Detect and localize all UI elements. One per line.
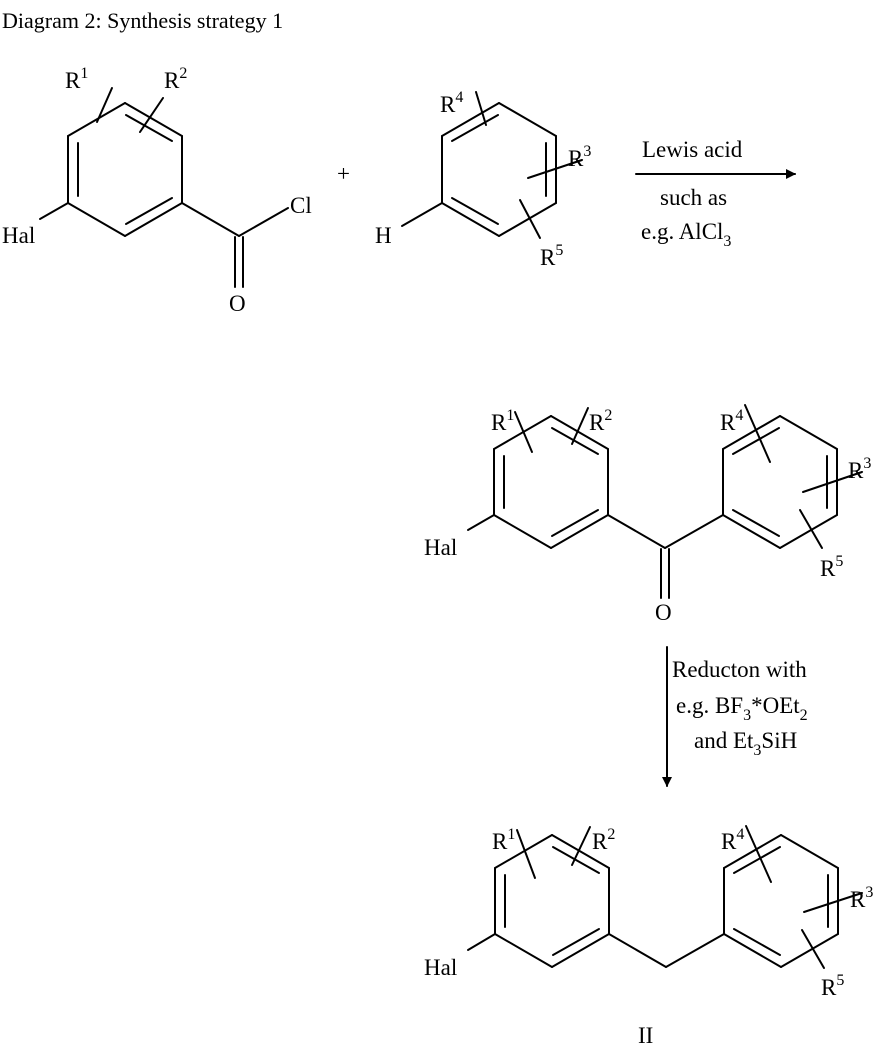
r5-bond (800, 510, 822, 548)
step1-such-as: such as (660, 185, 727, 210)
reactant-arene: R4 R3 R5 H (375, 89, 591, 270)
r2-bond (572, 408, 588, 444)
hal-bond (468, 515, 494, 530)
r4-label: R4 (440, 89, 463, 117)
r1-label: R1 (65, 65, 88, 93)
benzene-ring (495, 835, 609, 967)
r2-label: R2 (592, 826, 615, 854)
r2-bond (572, 827, 590, 865)
r4-bond (476, 92, 486, 125)
carbonyl-bond-right (665, 515, 723, 548)
step1-example: e.g. AlCl3 (641, 219, 731, 250)
o-label: O (655, 600, 672, 625)
methylene-bond-right (666, 934, 724, 967)
r2-bond (140, 98, 163, 132)
step2-silane: and Et3SiH (694, 728, 797, 759)
product-label: II (638, 1023, 653, 1048)
r3-label: R3 (848, 455, 871, 483)
intermediate-ketone: R1 R2 R4 R3 R5 Hal O (424, 405, 871, 625)
cl-label: Cl (290, 193, 312, 218)
carbonyl-bond (182, 203, 239, 236)
step1-reagent: Lewis acid (642, 137, 743, 162)
r3-label: R3 (850, 884, 873, 912)
r2-label: R2 (164, 65, 187, 93)
step2-reagent: e.g. BF3*OEt2 (676, 693, 808, 724)
diagram-title: Diagram 2: Synthesis strategy 1 (2, 8, 283, 33)
o-label: O (229, 291, 246, 316)
cl-bond (239, 208, 288, 236)
r5-bond (520, 200, 540, 238)
hal-label: Hal (2, 223, 35, 248)
r4-label: R4 (721, 826, 744, 854)
r2-label: R2 (589, 407, 612, 435)
plus-sign: + (337, 161, 350, 186)
r1-bond (515, 412, 532, 452)
r5-label: R5 (540, 242, 563, 270)
hal-label: Hal (424, 535, 457, 560)
benzene-ring (724, 835, 838, 967)
r5-label: R5 (821, 972, 844, 1000)
r1-label: R1 (491, 407, 514, 435)
product-diarylmethane: R1 R2 R4 R3 R5 Hal (424, 826, 873, 1000)
h-label: H (375, 223, 392, 248)
methylene-bond-left (609, 934, 666, 967)
hal-bond (40, 203, 68, 219)
benzene-ring (442, 103, 556, 236)
carbonyl-bond-left (608, 515, 665, 548)
benzene-ring (723, 416, 837, 548)
hal-bond (468, 934, 495, 950)
step2-reduction: Reducton with (672, 657, 807, 682)
r5-bond (802, 930, 824, 968)
r4-label: R4 (720, 407, 743, 435)
hal-label: Hal (424, 955, 457, 980)
r1-bond (97, 88, 112, 122)
benzene-ring (68, 103, 182, 236)
h-bond (402, 203, 442, 226)
r5-label: R5 (820, 553, 843, 581)
r1-label: R1 (492, 826, 515, 854)
r3-label: R3 (568, 143, 591, 171)
reactant-acid-chloride: R1 R2 Hal Cl O (2, 65, 312, 316)
benzene-ring (494, 416, 608, 548)
